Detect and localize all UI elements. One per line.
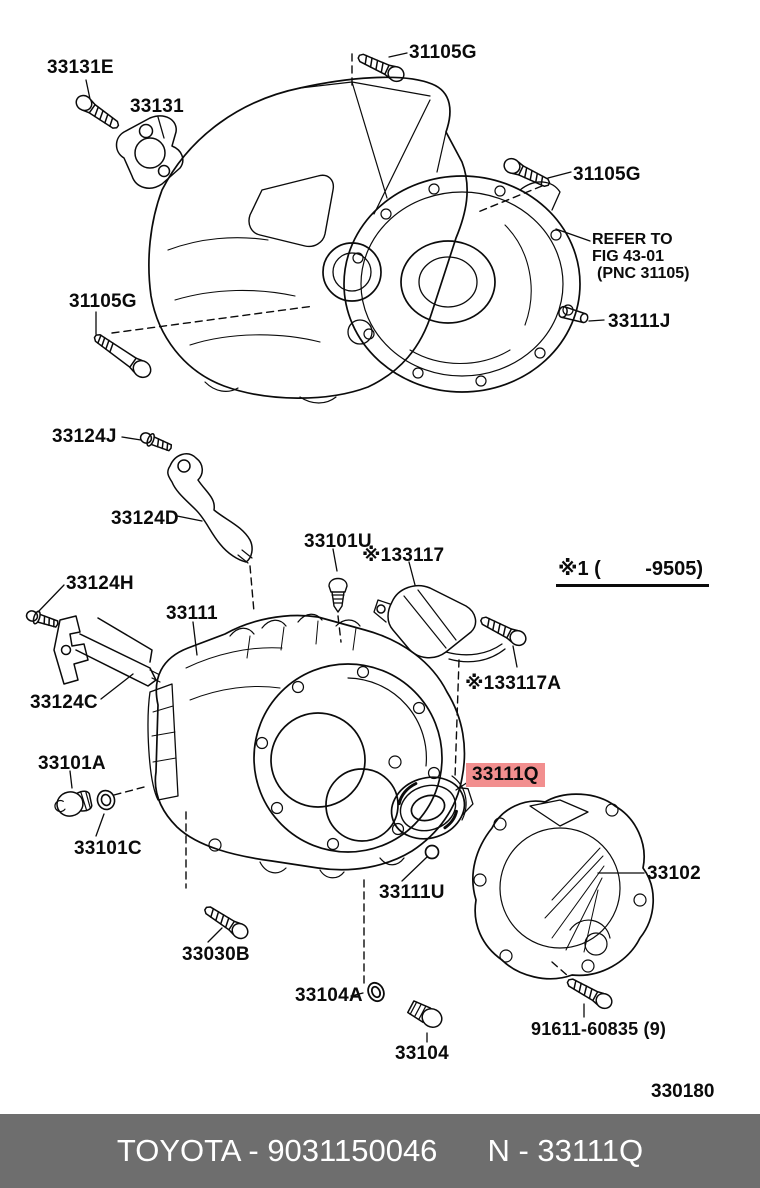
- refer-note-line1: REFER TO: [592, 231, 673, 248]
- drawing-33124J-bolt: [137, 429, 175, 455]
- drawing-33111-case: [147, 613, 467, 879]
- drawing-33124H-bolt: [24, 607, 61, 632]
- drawing-33131E-bolt: [72, 91, 123, 134]
- refer-note-line3: (PNC 31105): [597, 265, 690, 282]
- callout-33101U: 33101U: [304, 531, 372, 552]
- drawing-33030B-bolt: [200, 901, 252, 943]
- callout-31105G-right: 31105G: [573, 164, 641, 185]
- callout-33111: 33111: [166, 603, 218, 624]
- callout-33102: 33102: [647, 863, 701, 884]
- callout-33124H: 33124H: [66, 573, 134, 594]
- drawing-33101A-plug: [54, 790, 93, 817]
- drawing-33131-cover: [115, 115, 184, 189]
- callout-91611-60835: 91611-60835 (9): [531, 1019, 667, 1039]
- leader-lines: [37, 52, 645, 1043]
- callout-33124J: 33124J: [52, 426, 117, 447]
- drawing-91611-bolt: [563, 974, 616, 1012]
- callout-133117A: ※133117A: [465, 673, 562, 694]
- dashed-lines: [111, 53, 569, 984]
- drawing-33104A-oring: [367, 981, 385, 1003]
- callout-33104A: 33104A: [295, 985, 363, 1006]
- drawing-33111J-pin: [558, 305, 589, 324]
- callout-31105G-left: 31105G: [69, 291, 137, 312]
- callout-31105G-top: 31105G: [409, 42, 477, 63]
- refer-note-line2: FIG 43-01: [592, 248, 665, 265]
- drawing-33101C-oring: [96, 789, 116, 811]
- footer-bar: TOYOTA - 9031150046 N - 33111Q: [0, 1114, 760, 1188]
- refer-note: REFER TO FIG 43-01 (PNC 31105): [592, 231, 690, 282]
- callout-33131E: 33131E: [47, 57, 114, 78]
- callout-33111Q-highlighted: 33111Q: [466, 763, 545, 787]
- drawing-33124C-fork: [53, 615, 161, 687]
- callout-33131: 33131: [130, 96, 184, 117]
- callout-33101C: 33101C: [74, 838, 142, 859]
- callout-33124C: 33124C: [30, 692, 98, 713]
- footer-part-number: N - 33111Q: [487, 1133, 644, 1168]
- diagram-artwork: [24, 49, 655, 1043]
- drawing-33102-cover: [472, 793, 655, 980]
- figure-code: 330180: [651, 1081, 715, 1102]
- callout-33104: 33104: [395, 1043, 449, 1064]
- drawing-33104-plug: [407, 1000, 443, 1028]
- callout-33111J: 33111J: [608, 311, 671, 332]
- drawing-33111U-ball: [424, 844, 440, 860]
- drawing-33111Q-oil-seal: [390, 776, 474, 840]
- drawing-33101U-breather: [328, 577, 348, 613]
- drawing-133117A-bolt: [477, 612, 530, 649]
- footer-catalog-number: TOYOTA - 9031150046: [116, 1133, 438, 1168]
- drawing-upper-housing: [148, 76, 581, 404]
- footnote-applicability: ※1 ( -9505): [556, 556, 710, 587]
- callout-33030B: 33030B: [182, 944, 250, 965]
- callout-33101A: 33101A: [38, 753, 106, 774]
- callout-33111U: 33111U: [379, 882, 445, 903]
- callout-33124D: 33124D: [111, 508, 179, 529]
- drawing-33124D-lever: [167, 453, 253, 564]
- drawing-31105G-left-bolt: [89, 329, 155, 382]
- callout-133117: ※133117: [362, 545, 445, 566]
- drawing-133117-bracket: [373, 584, 506, 663]
